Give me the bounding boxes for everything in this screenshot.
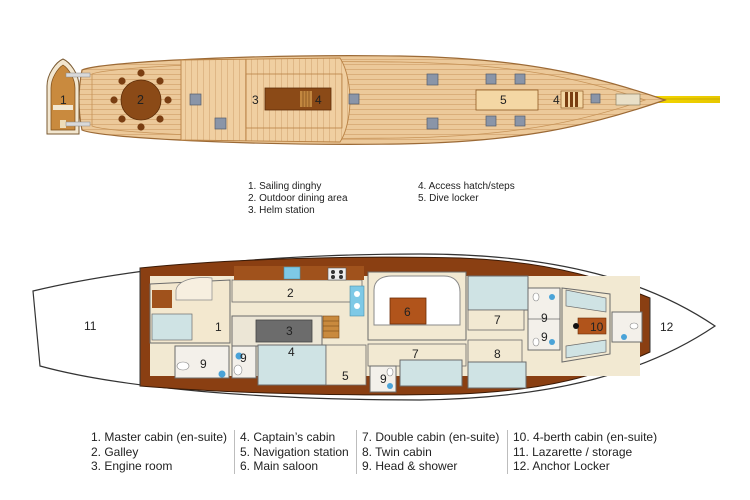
legend-item: 1. Sailing dinghy [248, 181, 322, 192]
legend-item: 2. Galley [91, 444, 139, 459]
lower-legend-col1: 1. Master cabin (en-suite) 2. Galley 3. … [91, 430, 227, 474]
label-dining: 2 [137, 93, 144, 107]
label-hatch-fwd: 4 [553, 93, 560, 107]
legend-item: 11. Lazarette / storage [513, 444, 633, 459]
legend-item: 4. Access hatch/steps [418, 181, 515, 192]
galley-area [231, 279, 363, 303]
legend-item: 10. 4-berth cabin (en-suite) [513, 430, 658, 444]
legend-item: 5. Dive locker [418, 193, 479, 204]
legend-item: 6. Main saloon [240, 459, 319, 473]
saloon-table [389, 297, 427, 325]
main-deck-plan: 1 2 3 4 5 4 [46, 55, 720, 145]
label-head-nav: 9 [380, 372, 387, 386]
deck-hatches [189, 73, 601, 130]
label-anchor-locker: 12 [660, 320, 674, 334]
engine-room [255, 319, 313, 343]
legend-item: 9. Head & shower [362, 459, 458, 473]
label-dive: 5 [500, 93, 507, 107]
legend-item: 3. Engine room [91, 459, 173, 473]
label-galley: 2 [287, 286, 294, 300]
legend-item: 12. Anchor Locker [513, 459, 610, 473]
label-head-fwd-b: 9 [541, 330, 548, 344]
label-hatch-mid: 4 [315, 93, 322, 107]
label-double-cabin-fwd: 7 [494, 313, 501, 327]
label-helm: 3 [252, 93, 259, 107]
outdoor-dining-table [110, 69, 172, 131]
deck-legend-col1: 1. Sailing dinghy 2. Outdoor dining area… [248, 181, 348, 217]
label-head-captain: 9 [240, 351, 247, 365]
label-engine-room: 3 [286, 324, 293, 338]
legend-item: 1. Master cabin (en-suite) [91, 430, 228, 444]
label-saloon: 6 [404, 305, 411, 319]
lower-legend-col2: 4. Captain’s cabin 5. Navigation station… [240, 430, 349, 474]
windlass [615, 93, 641, 106]
sailing-dinghy [46, 58, 91, 135]
lower-legend-col4: 10. 4-berth cabin (en-suite) 11. Lazaret… [513, 430, 657, 474]
legend-divider [356, 430, 357, 474]
label-twin-cabin: 8 [494, 347, 501, 361]
label-double-cabin-aft: 7 [412, 347, 419, 361]
legend-item: 5. Navigation station [240, 444, 349, 459]
label-dinghy: 1 [60, 93, 67, 107]
label-nav-station: 5 [342, 369, 349, 383]
legend-item: 2. Outdoor dining area [248, 193, 348, 204]
legend-item: 7. Double cabin (en-suite) [362, 430, 500, 444]
legend-divider [234, 430, 235, 474]
label-captain-cabin: 4 [288, 345, 295, 359]
legend-item: 4. Captain’s cabin [240, 430, 336, 444]
legend-item: 3. Helm station [248, 205, 315, 216]
label-master-cabin: 1 [215, 320, 222, 334]
label-lazarette: 11 [84, 319, 97, 333]
label-head-master: 9 [200, 357, 207, 371]
helm-station [264, 87, 332, 111]
legend-item: 8. Twin cabin [362, 444, 432, 459]
label-four-berth: 10 [590, 320, 604, 334]
deck-legend-col2: 4. Access hatch/steps 5. Dive locker [418, 181, 515, 205]
dive-locker [475, 89, 539, 111]
lower-legend-col3: 7. Double cabin (en-suite) 8. Twin cabin… [362, 430, 499, 474]
label-head-fwd-a: 9 [541, 311, 548, 325]
legend-divider [507, 430, 508, 474]
lower-deck-plan: 11 1 2 3 4 5 6 7 7 8 9 9 9 9 9 10 12 [32, 253, 717, 401]
